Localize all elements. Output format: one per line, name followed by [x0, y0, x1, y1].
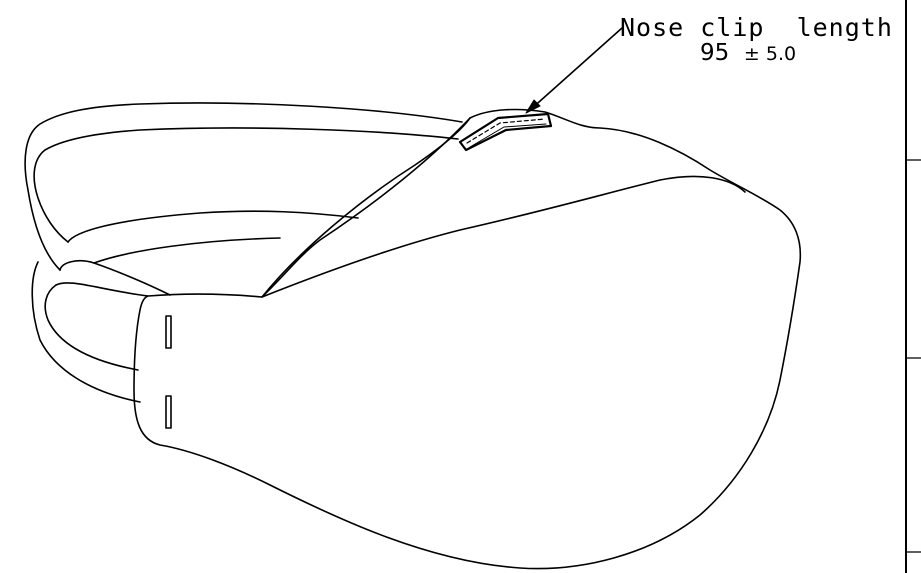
upper-ear-strap: [24, 102, 463, 271]
leader-arrow: [525, 27, 623, 114]
nose-clip: [458, 112, 553, 152]
mask-body-outline: [133, 108, 802, 570]
nose-clip-label: Nose clip length: [620, 13, 893, 42]
nose-clip-dimension: 95 ± 5.0: [700, 40, 796, 67]
upper-ear-strap-inner: [33, 127, 459, 243]
frame-border: [905, 0, 921, 573]
upper-panel-fold: [261, 117, 471, 298]
lower-ear-strap: [31, 261, 141, 403]
mask-center-fold: [261, 175, 746, 298]
dimension-tolerance: ± 5.0: [743, 43, 797, 65]
middle-strap: [67, 210, 359, 243]
lower-ear-strap-inner: [44, 284, 139, 371]
dimension-value: 95: [700, 40, 730, 66]
staple-mark-lower: [165, 395, 172, 429]
staple-mark-upper: [165, 315, 172, 349]
middle-strap-lower: [93, 237, 281, 264]
lower-strap-top: [55, 282, 149, 297]
strap-join: [59, 260, 171, 296]
